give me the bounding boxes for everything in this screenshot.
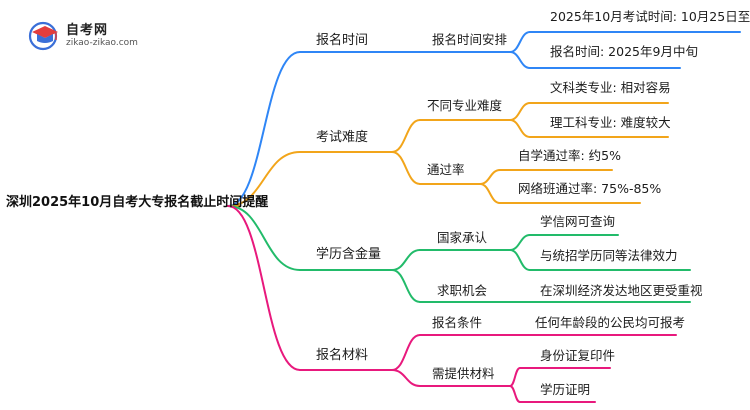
logo: 自考网 zikao-zikao.com — [26, 18, 156, 52]
sub-branch-label: 求职机会 — [437, 283, 488, 298]
branch-label: 学历含金量 — [316, 247, 382, 262]
branch-label: 考试难度 — [316, 130, 369, 145]
root-branch-link — [227, 51, 301, 207]
leaf-label: 报名时间: 2025年9月中旬 — [550, 44, 698, 59]
leaf-label: 与统招学历同等法律效力 — [540, 248, 678, 263]
leaf-link — [509, 249, 531, 271]
leaf-link — [509, 367, 521, 387]
leaf-label: 自学通过率: 约5% — [518, 148, 622, 163]
sub-branch-link — [391, 334, 421, 371]
sub-branch-link — [391, 119, 421, 153]
root-topic: 深圳2025年10月自考大专报名截止时间提醒 — [6, 195, 269, 210]
sub-branch-link — [391, 249, 421, 271]
logo-title: 自考网 — [66, 23, 109, 38]
logo-url: zikao-zikao.com — [66, 38, 138, 48]
leaf-label: 文科类专业: 相对容易 — [550, 80, 671, 95]
leaf-link — [509, 102, 531, 121]
root-branch-link — [227, 205, 301, 271]
sub-branch-label: 不同专业难度 — [427, 98, 503, 113]
branch-label: 报名时间 — [316, 33, 369, 48]
graduation-cap-icon — [28, 21, 58, 51]
sub-branch-label: 国家承认 — [437, 230, 488, 245]
sub-branch-label: 报名条件 — [432, 315, 483, 330]
leaf-link — [509, 385, 521, 403]
sub-branch-link — [391, 369, 421, 387]
leaf-label: 学信网可查询 — [540, 214, 616, 229]
sub-branch-label: 报名时间安排 — [432, 32, 508, 47]
root-branch-link — [227, 151, 301, 207]
leaf-link — [509, 51, 531, 69]
leaf-label: 身份证复印件 — [540, 348, 616, 363]
branch-label: 报名材料 — [316, 348, 369, 363]
leaf-link — [479, 169, 501, 185]
sub-branch-link — [391, 151, 421, 185]
leaf-link — [509, 31, 531, 53]
leaf-label: 2025年10月考试时间: 10月25日至26日 — [550, 9, 750, 24]
root-branch-link — [227, 205, 301, 371]
leaf-label: 网络班通过率: 75%-85% — [518, 181, 662, 196]
leaf-label: 任何年龄段的公民均可报考 — [535, 315, 686, 330]
leaf-label: 理工科专业: 难度较大 — [550, 115, 671, 130]
leaf-link — [509, 119, 531, 138]
leaf-link — [479, 183, 501, 204]
leaf-label: 学历证明 — [540, 382, 591, 397]
sub-branch-label: 通过率 — [427, 162, 465, 177]
leaf-link — [509, 234, 531, 251]
sub-branch-link — [391, 269, 421, 303]
sub-branch-label: 需提供材料 — [432, 366, 495, 381]
leaf-label: 在深圳经济发达地区更受重视 — [540, 283, 703, 298]
